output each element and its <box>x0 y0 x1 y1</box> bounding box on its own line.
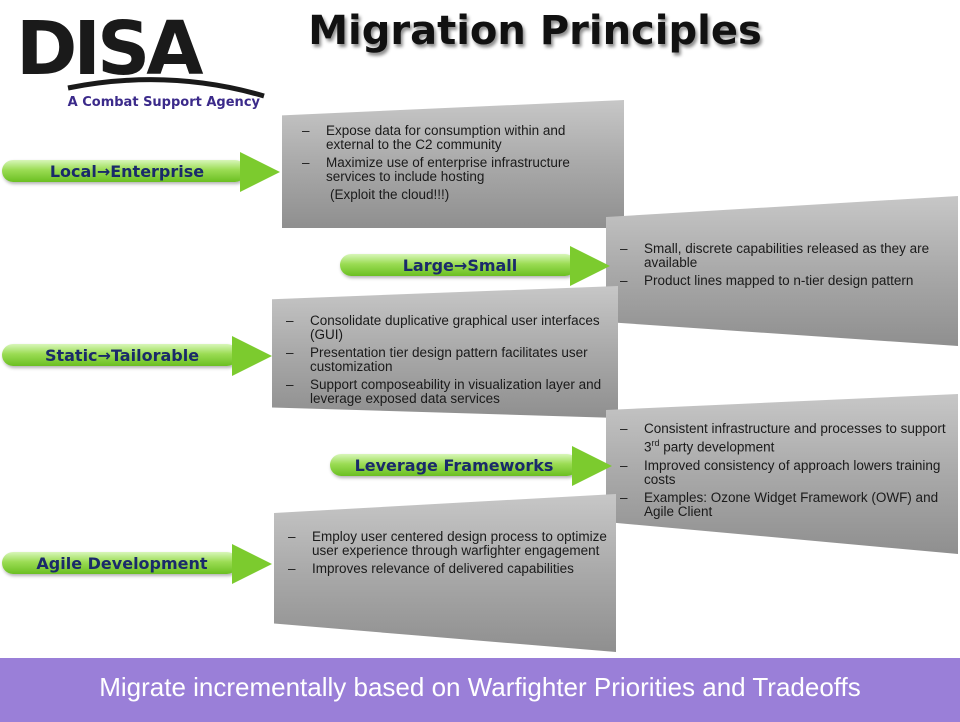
bullet-note: (Exploit the cloud!!!) <box>330 187 450 202</box>
arrow-label: Leverage Frameworks <box>354 456 554 475</box>
arrow-local-enterprise: Local→Enterprise <box>2 152 280 192</box>
principle-panel-agile-development: –Employ user centered design process to … <box>274 494 616 652</box>
right-arrow-icon: → <box>453 256 468 275</box>
bullet-item: –Small, discrete capabilities released a… <box>620 241 930 270</box>
arrow-leverage-frameworks: Leverage Frameworks <box>330 446 612 486</box>
arrow-label: Agile Development <box>36 554 208 573</box>
disa-logo: DISA <box>8 6 268 116</box>
bullet-item: –Presentation tier design pattern facili… <box>286 345 588 374</box>
bullet-item: –Improved consistency of approach lowers… <box>620 457 941 487</box>
arrowhead-icon <box>232 544 272 584</box>
right-arrow-icon: → <box>97 346 111 365</box>
principle-panel-static-tailorable: –Consolidate duplicative graphical user … <box>272 286 618 418</box>
bullet-item: –Consistent infrastructure and processes… <box>620 421 946 455</box>
bullet-item: –Product lines mapped to n-tier design p… <box>620 273 914 288</box>
arrowhead-icon <box>572 446 612 486</box>
bullet-item: –Support composeability in visualization… <box>286 377 602 406</box>
bullet-item: –Maximize use of enterprise infrastructu… <box>302 155 570 184</box>
right-arrow-icon: → <box>96 162 111 181</box>
bullet-item: –Examples: Ozone Widget Framework (OWF) … <box>620 489 939 519</box>
bullet-item: –Improves relevance of delivered capabil… <box>288 561 574 576</box>
arrowhead-icon <box>570 246 610 286</box>
bullet-item: –Consolidate duplicative graphical user … <box>286 313 600 342</box>
page-title: Migration Principles <box>308 8 762 54</box>
arrow-label: Static→Tailorable <box>44 346 200 365</box>
principle-panel-local-enterprise: –Expose data for consumption within and … <box>282 100 624 228</box>
arrow-label: Local→Enterprise <box>49 162 205 181</box>
bullet-item: –Expose data for consumption within and … <box>302 123 566 152</box>
arrowhead-icon <box>240 152 280 192</box>
disa-logo-graphic: DISA <box>16 6 265 99</box>
footer-message: Migrate incrementally based on Warfighte… <box>99 672 861 702</box>
arrow-label: Large→Small <box>402 256 518 275</box>
logo-wordmark: DISA <box>16 6 203 92</box>
principle-panel-large-small: –Small, discrete capabilities released a… <box>606 196 958 346</box>
footer-banner: Migrate incrementally based on Warfighte… <box>0 656 960 722</box>
arrowhead-icon <box>232 336 272 376</box>
agency-tagline: A Combat Support Agency <box>67 95 260 110</box>
arrow-large-small: Large→Small <box>340 246 612 286</box>
bullet-item: –Employ user centered design process to … <box>288 529 607 558</box>
principle-panel-leverage-frameworks: –Consistent infrastructure and processes… <box>606 394 958 554</box>
arrow-agile-development: Agile Development <box>2 544 272 584</box>
arrow-static-tailorable: Static→Tailorable <box>2 336 272 376</box>
